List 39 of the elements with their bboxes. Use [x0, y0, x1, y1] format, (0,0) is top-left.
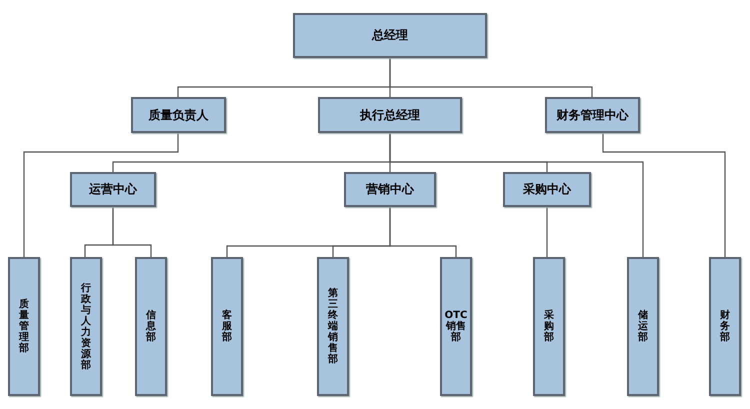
- position-box: [70, 172, 156, 207]
- connector-line: [389, 133, 644, 257]
- node-label: 储运部: [638, 310, 648, 343]
- connector-line: [112, 207, 152, 257]
- connector-line: [602, 133, 726, 257]
- position-box: [503, 172, 591, 207]
- node-label: OTC销售部: [444, 310, 468, 343]
- connector-line: [23, 133, 179, 257]
- node-label: 质量管理部: [19, 299, 29, 354]
- node-label: 总经理: [372, 27, 408, 44]
- node-label: 第三终端销售部: [328, 288, 338, 365]
- department-box: [135, 257, 167, 396]
- department-box: [709, 257, 741, 396]
- node-label: 质量负责人: [148, 106, 208, 124]
- department-box: [70, 257, 102, 396]
- department-box: [627, 257, 659, 396]
- node-label: 行政与人力资源部: [81, 282, 91, 370]
- node-label: 信息部: [146, 310, 156, 343]
- node-label: 采购中心: [523, 181, 571, 198]
- department-box: [533, 257, 565, 396]
- node-label: 采购部: [544, 310, 554, 343]
- position-box: [545, 97, 640, 133]
- node-label: 财务管理中心: [556, 106, 628, 124]
- node-label: 营销中心: [366, 181, 414, 198]
- position-box: [318, 97, 462, 133]
- position-box: [344, 172, 436, 207]
- node-label: 执行总经理: [360, 106, 420, 124]
- node-label: 运营中心: [89, 181, 137, 198]
- department-box: [8, 257, 40, 396]
- department-box: [440, 257, 472, 396]
- connector-line: [389, 207, 457, 257]
- connector-line: [546, 207, 548, 257]
- node-label: 财务部: [720, 310, 730, 343]
- department-box: [211, 257, 243, 396]
- node-label: 客服部: [222, 310, 232, 343]
- position-box: [131, 97, 226, 133]
- position-box: [293, 13, 487, 58]
- department-box: [317, 257, 349, 396]
- connector-line: [389, 58, 593, 97]
